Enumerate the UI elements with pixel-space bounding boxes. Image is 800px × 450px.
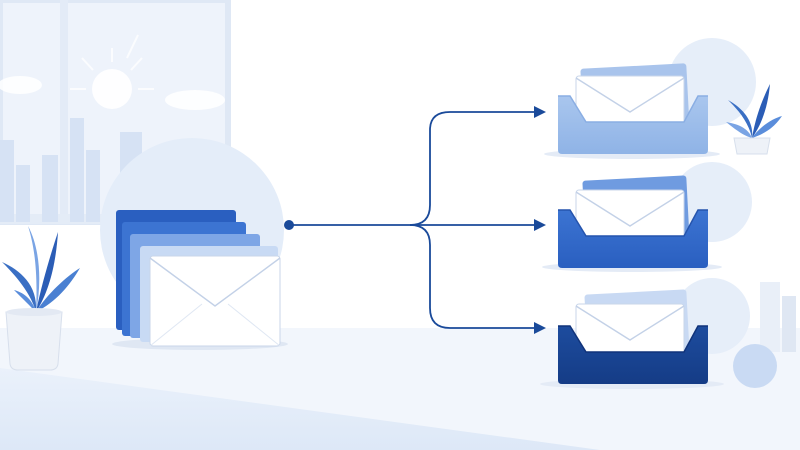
plant-icon-right: [726, 84, 782, 155]
sun: [70, 34, 154, 109]
flow-arrows: [284, 106, 546, 334]
arrowhead-bottom: [534, 322, 546, 334]
envelope-icon: [149, 255, 281, 347]
arrow-top: [409, 111, 536, 226]
arrow-bottom: [409, 224, 536, 329]
arrowhead-middle: [534, 219, 546, 231]
tray-medium: [542, 175, 722, 272]
clouds: [0, 76, 225, 110]
books: [733, 282, 796, 388]
plant-icon: [2, 226, 80, 371]
arrowhead-top: [534, 106, 546, 118]
tray-dark: [540, 289, 724, 389]
email-stack: [112, 210, 288, 350]
window: [0, 0, 236, 225]
tray-light: [544, 63, 720, 159]
